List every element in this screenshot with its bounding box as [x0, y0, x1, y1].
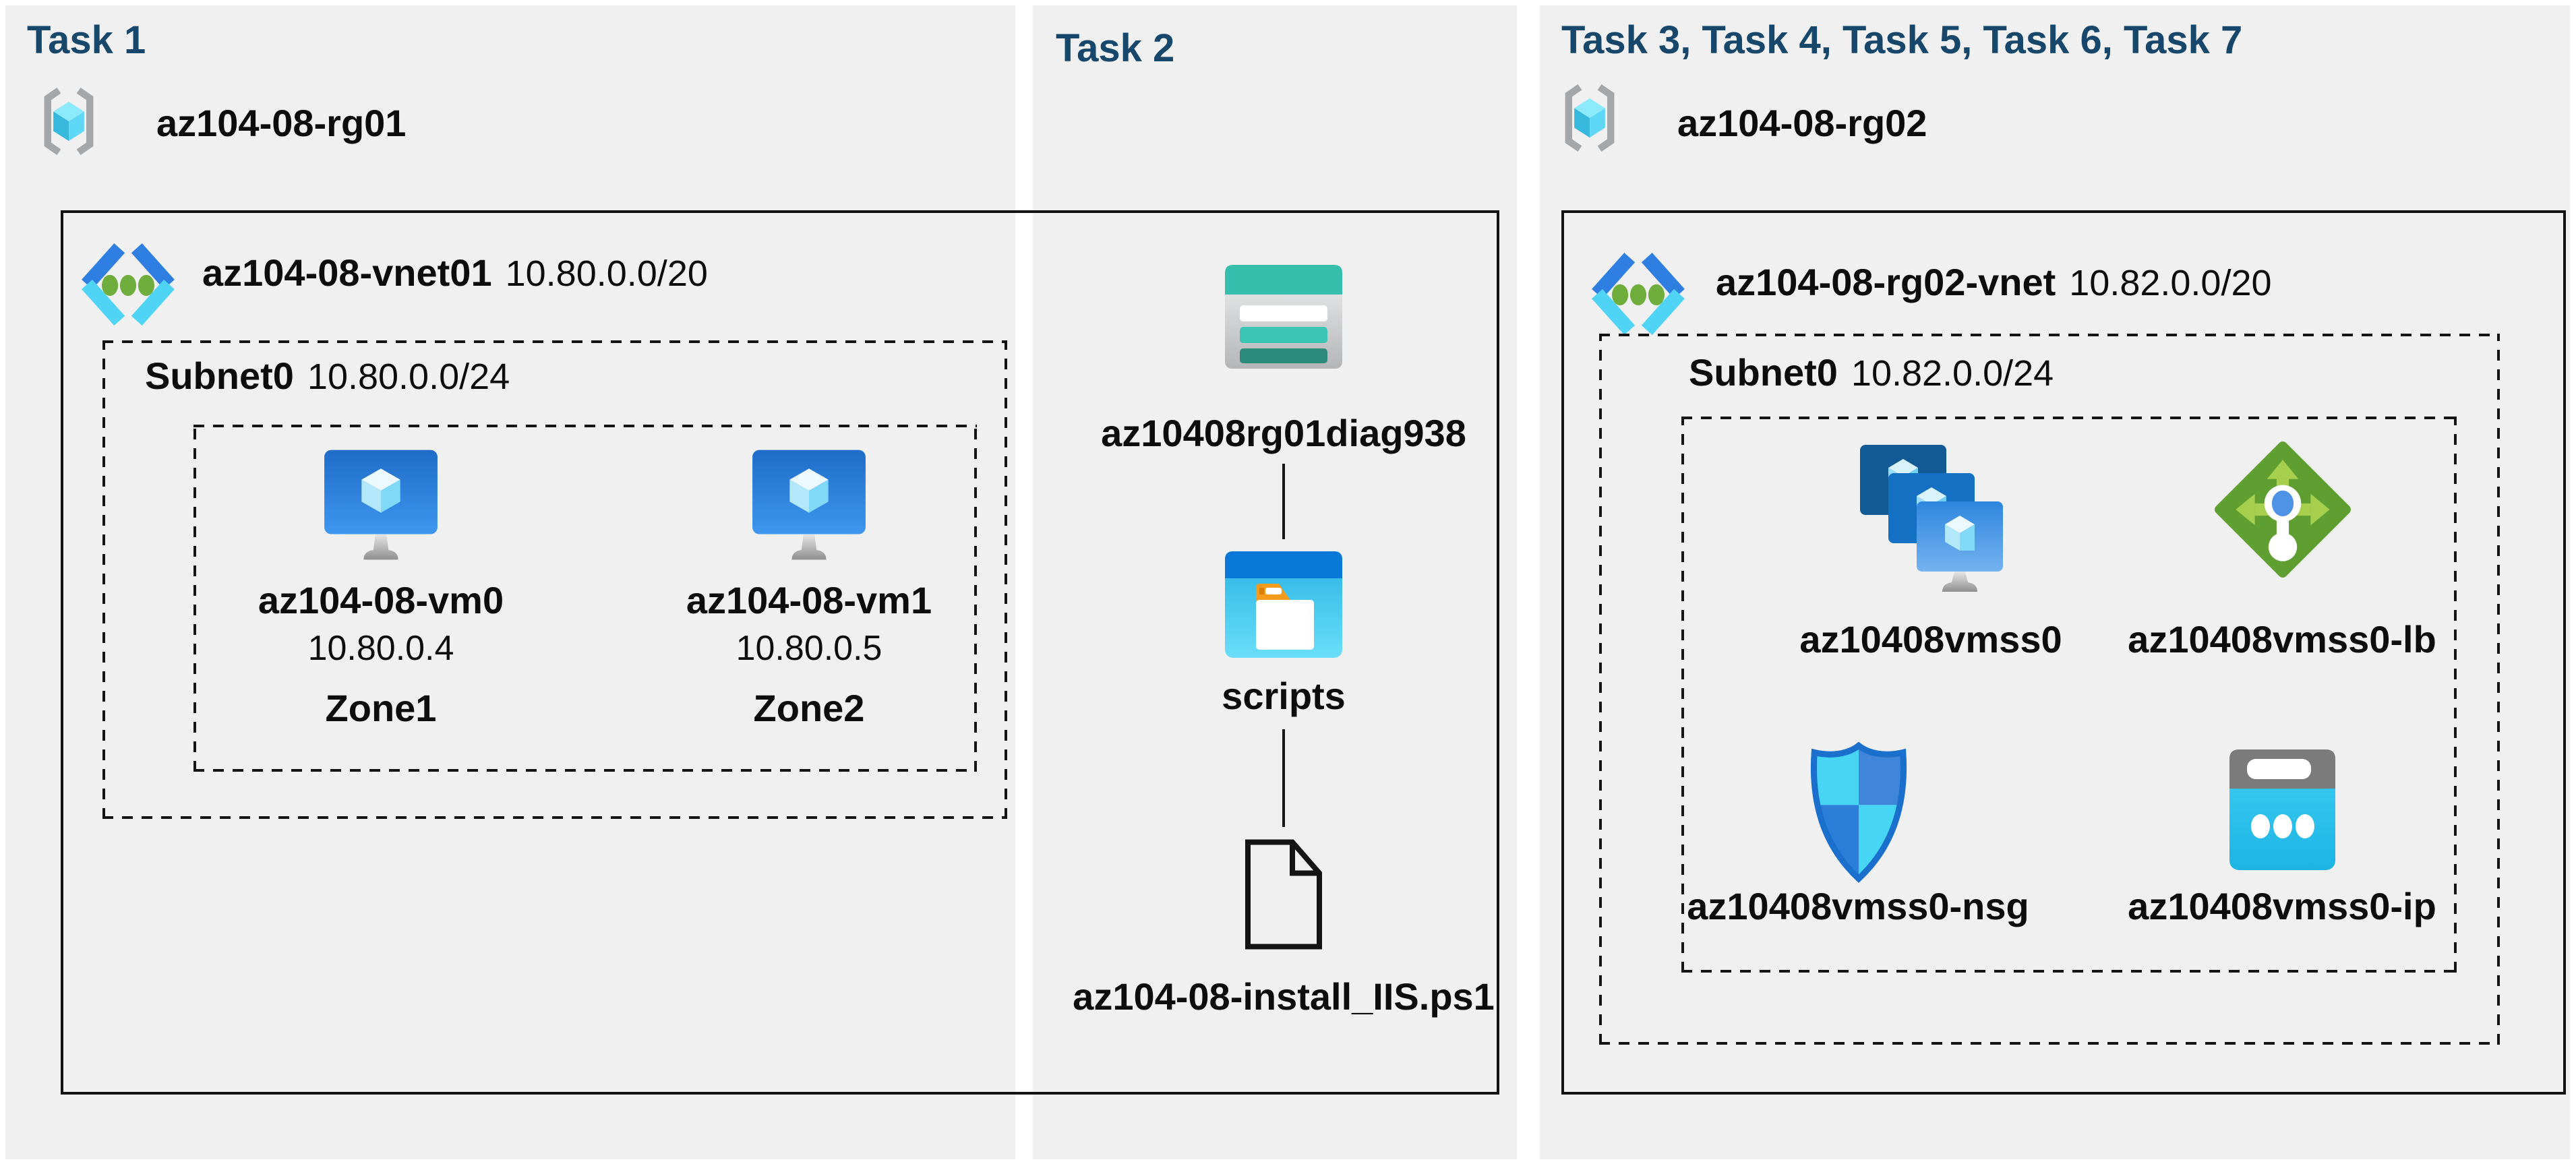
vnet-label-task3: az104-08-rg02-vnet 10.82.0.0/20 — [1716, 260, 2272, 304]
vm-scale-set-icon — [1860, 445, 2003, 592]
storage-account-name: az10408rg01diag938 — [1101, 412, 1466, 454]
vm-name: az104-08-vm0 — [258, 579, 504, 621]
public-ip-name: az10408vmss0-ip — [2128, 885, 2436, 927]
task3-header: Task 3, Task 4, Task 5, Task 6, Task 7 — [1561, 18, 2243, 62]
virtual-network-icon — [82, 243, 175, 326]
file-name: az104-08-install_IIS.ps1 — [1073, 975, 1495, 1018]
subnet-name: Subnet0 — [145, 355, 294, 397]
subnet-name: Subnet0 — [1689, 351, 1838, 394]
resource-group-name: az104-08-rg01 — [156, 102, 407, 144]
vnet-cidr: 10.80.0.0/20 — [505, 253, 708, 294]
subnet-label-task3: Subnet0 10.82.0.0/24 — [1689, 350, 2054, 394]
connector-storage-scripts — [1282, 464, 1285, 539]
load-balancer-name: az10408vmss0-lb — [2128, 618, 2436, 661]
vm-ip: 10.80.0.5 — [736, 629, 882, 668]
vm-icon — [752, 450, 866, 560]
task1-header: Task 1 — [27, 18, 146, 62]
vm-zone: Zone1 — [325, 687, 437, 729]
task2-header: Task 2 — [1056, 26, 1175, 70]
network-security-group-icon — [1810, 741, 1907, 883]
vmss-name: az10408vmss0 — [1799, 618, 2062, 661]
subnet-cidr: 10.82.0.0/24 — [1851, 353, 2054, 394]
vnet-box-task1 — [61, 210, 1499, 1095]
resource-group-name: az104-08-rg02 — [1677, 102, 1927, 144]
container-name: scripts — [1222, 675, 1346, 717]
vnet-cidr: 10.82.0.0/20 — [2069, 263, 2272, 303]
blob-container-icon — [1225, 551, 1342, 658]
vnet-label-task1: az104-08-vnet01 10.80.0.0/20 — [202, 251, 708, 295]
vm-ip: 10.80.0.4 — [307, 629, 454, 668]
vnet-box-task3 — [1561, 210, 2566, 1095]
file-icon — [1245, 839, 1322, 950]
resource-group-icon — [1565, 84, 1615, 152]
subnet-cidr: 10.80.0.0/24 — [307, 357, 510, 397]
connector-scripts-file — [1282, 729, 1285, 827]
resource-group-icon — [44, 87, 94, 156]
vm-name: az104-08-vm1 — [686, 579, 932, 621]
vnet-name: az104-08-vnet01 — [202, 251, 492, 294]
load-balancer-icon — [2215, 441, 2351, 578]
vnet-name: az104-08-rg02-vnet — [1716, 261, 2056, 303]
virtual-network-icon — [1592, 253, 1685, 335]
storage-account-icon — [1225, 265, 1342, 369]
public-ip-icon — [2229, 749, 2335, 870]
subnet-label-task1: Subnet0 10.80.0.0/24 — [145, 354, 510, 398]
nsg-name: az10408vmss0-nsg — [1687, 885, 2029, 927]
vm-zone: Zone2 — [753, 687, 865, 729]
vm-icon — [324, 450, 438, 560]
